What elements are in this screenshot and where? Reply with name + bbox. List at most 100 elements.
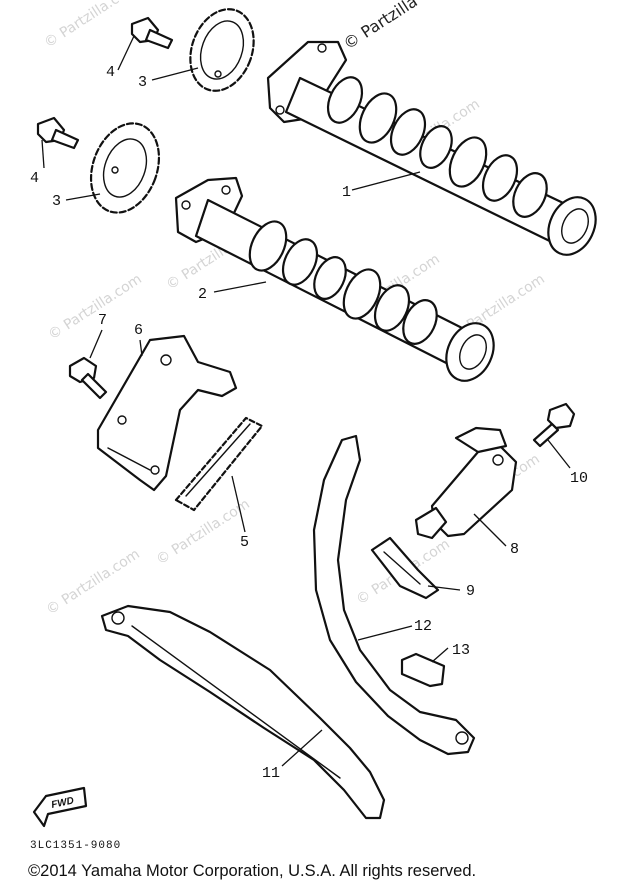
guide-edge xyxy=(107,447,151,471)
leader-lines xyxy=(41,35,571,767)
bolt-shank xyxy=(50,128,80,150)
fwd-label: FWD xyxy=(50,795,75,810)
callout-13: 13 xyxy=(452,642,470,659)
sprocket-hole xyxy=(111,166,119,174)
callout-labels: 1 2 3 3 4 4 5 6 7 8 9 10 11 12 13 xyxy=(30,64,588,782)
tensioner-mount xyxy=(454,426,508,454)
callout-9: 9 xyxy=(466,583,475,600)
sprocket-bolt-lower xyxy=(36,116,80,150)
cam-lobe xyxy=(313,256,347,300)
callout-10: 10 xyxy=(570,470,588,487)
leader-line-9 xyxy=(427,585,461,591)
cam-journal xyxy=(448,136,488,188)
guide-bolt xyxy=(68,356,108,400)
leader-line-13 xyxy=(431,647,449,663)
tensioner-gasket xyxy=(370,536,440,600)
callout-5: 5 xyxy=(240,534,249,551)
camshaft-upper-end-inner xyxy=(561,208,589,244)
camshaft-upper-end xyxy=(547,196,597,256)
leader-line-8 xyxy=(473,513,507,547)
tensioner-hole xyxy=(492,454,504,466)
fwd-arrow-shape xyxy=(32,786,88,828)
cam-lobe xyxy=(389,108,427,156)
callout-11: 11 xyxy=(262,765,280,782)
chain-guide-lower xyxy=(100,604,386,820)
callout-8: 8 xyxy=(510,541,519,558)
diagram-code: 3LC1351-9080 xyxy=(30,840,121,852)
cam-journal xyxy=(342,268,382,320)
bolt-shank xyxy=(144,28,174,50)
guide-pivot xyxy=(455,731,469,745)
cam-chain-tensioner xyxy=(414,426,518,540)
leader-line-6 xyxy=(139,339,143,357)
sprocket-upper xyxy=(189,8,255,92)
flange-hole xyxy=(275,105,285,115)
cam-chain-links xyxy=(174,416,264,512)
leader-line-1 xyxy=(351,171,421,191)
sprocket-lower-hub xyxy=(102,138,148,198)
callout-2: 2 xyxy=(198,286,207,303)
tensioner-guide-bolt xyxy=(400,652,446,688)
cam-chain-centerline xyxy=(185,423,251,497)
leader-line-2 xyxy=(213,281,267,293)
sprocket-bolt-upper xyxy=(130,16,174,50)
guide-hole xyxy=(160,354,172,366)
guide-hole xyxy=(150,465,160,475)
leader-line-4a xyxy=(117,35,135,71)
cam-lobe xyxy=(326,76,364,124)
camshaft-upper xyxy=(266,40,597,256)
leader-line-3b xyxy=(65,193,101,201)
leader-line-4b xyxy=(41,139,45,169)
cam-lobe xyxy=(419,125,453,169)
guide-edge xyxy=(131,625,341,779)
chain-guide-top-body xyxy=(96,334,238,492)
flange-hole xyxy=(221,185,231,195)
tensioner-plunger xyxy=(414,506,448,540)
bolt-shank xyxy=(80,372,108,400)
callout-7: 7 xyxy=(98,312,107,329)
tensioner-bolt xyxy=(532,402,576,448)
flange-hole xyxy=(181,200,191,210)
callout-3b: 3 xyxy=(52,193,61,210)
gasket-hole xyxy=(383,551,421,585)
sprocket-upper-hub xyxy=(199,20,245,80)
guide-pivot xyxy=(111,611,125,625)
cam-journal xyxy=(358,92,398,144)
chain-guide-top xyxy=(96,334,238,492)
callout-4a: 4 xyxy=(106,64,115,81)
cam-lobe xyxy=(373,284,411,332)
callout-3a: 3 xyxy=(138,74,147,91)
cam-lobe xyxy=(512,172,548,218)
cam-chain xyxy=(174,416,264,512)
leader-line-5 xyxy=(231,475,246,533)
leader-line-12 xyxy=(357,625,413,641)
bolt-shank xyxy=(532,422,560,448)
bolt-body xyxy=(400,652,446,688)
watermark-text: © Partzilla.com xyxy=(153,496,252,568)
callout-6: 6 xyxy=(134,322,143,339)
callout-4b: 4 xyxy=(30,170,39,187)
sprocket-hole xyxy=(214,70,222,78)
bolt-head xyxy=(546,402,576,430)
sprocket-lower-teeth xyxy=(89,122,161,214)
cam-lobe xyxy=(402,299,438,345)
cam-journal xyxy=(248,220,288,272)
camshaft-lower xyxy=(174,176,495,382)
watermark-top-text: © Partzilla xyxy=(340,0,421,53)
leader-line-11 xyxy=(281,729,323,767)
cam-lobe xyxy=(481,154,519,202)
leader-line-10 xyxy=(547,439,571,469)
copyright-notice: ©2014 Yamaha Motor Corporation, U.S.A. A… xyxy=(28,862,476,880)
watermark-text: © Partzilla.com xyxy=(45,271,144,343)
sprocket-upper-teeth xyxy=(189,8,255,92)
forward-arrow: FWD xyxy=(32,786,88,828)
leader-line-7 xyxy=(89,329,103,359)
camshaft-lower-end-inner xyxy=(459,334,487,370)
leader-line-3a xyxy=(151,67,199,81)
tensioner-guide-body xyxy=(312,434,476,756)
guide-hole xyxy=(117,415,127,425)
camshaft-lower-end xyxy=(445,322,495,382)
chain-guide-lower-body xyxy=(100,604,386,820)
